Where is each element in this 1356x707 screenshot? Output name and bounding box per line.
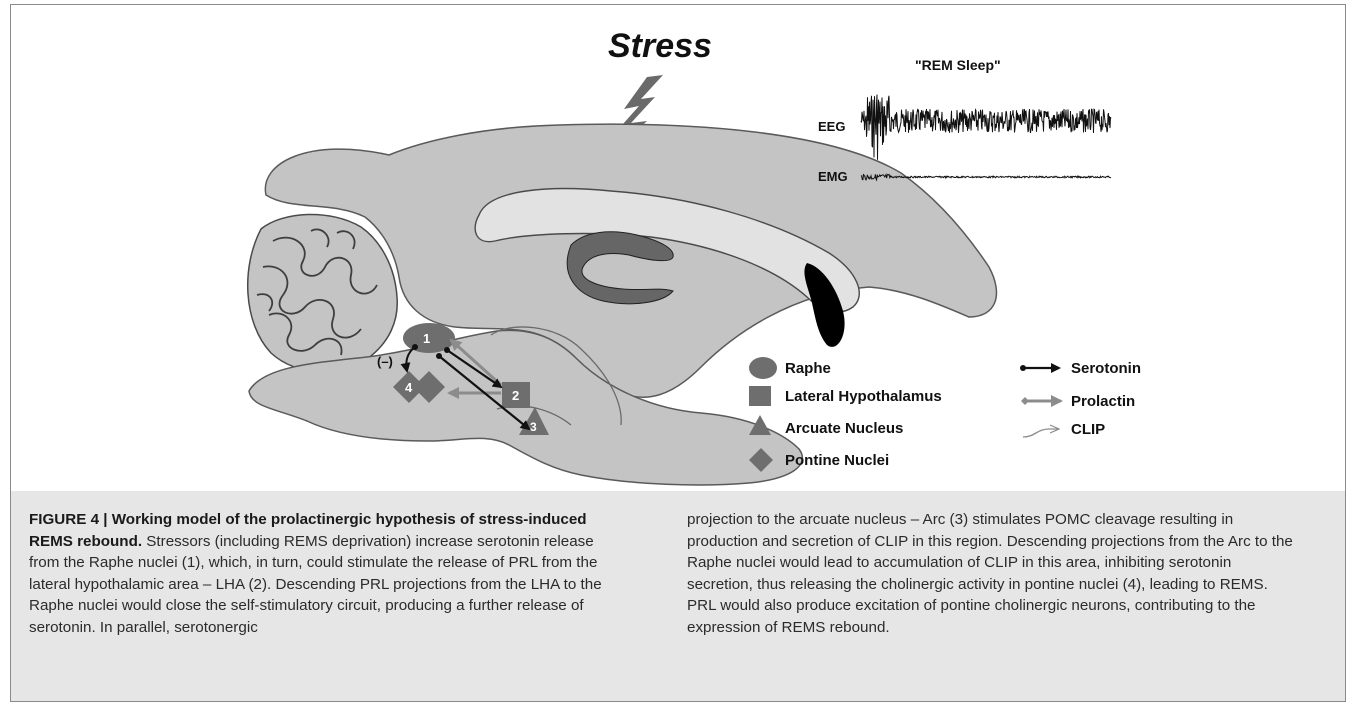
figure-illustration: Stress 4 1 2	[11, 5, 1345, 491]
serotonin-dot-2	[436, 353, 442, 359]
inhibition-arrow-dot	[412, 344, 418, 350]
legend-serotonin-dot	[1020, 365, 1026, 371]
figure-caption: FIGURE 4 | Working model of the prolacti…	[11, 491, 1345, 701]
node-2-label: 2	[512, 388, 519, 403]
serotonin-dot-1	[444, 347, 450, 353]
legend-raphe-shape	[749, 357, 777, 379]
node-4-label: 4	[405, 380, 413, 395]
legend-raphe-label: Raphe	[785, 360, 831, 377]
legend: Raphe Lateral Hypothalamus Arcuate Nucle…	[749, 357, 1141, 472]
brain-diagram: Stress 4 1 2	[11, 5, 1345, 491]
eeg-trace	[861, 95, 1111, 160]
rem-sleep-title: "REM Sleep"	[915, 57, 1001, 73]
node-3-label: 3	[530, 420, 537, 434]
legend-clip-arrow	[1023, 429, 1059, 437]
inhibition-label: (–)	[377, 354, 393, 369]
cerebellum	[248, 214, 398, 371]
legend-prolactin-diamond	[1021, 397, 1029, 405]
caption-right-column: projection to the arcuate nucleus – Arc …	[687, 509, 1297, 638]
emg-label: EMG	[818, 169, 848, 184]
stress-label: Stress	[608, 27, 712, 65]
legend-pontine-label: Pontine Nuclei	[785, 452, 889, 469]
legend-arc-label: Arcuate Nucleus	[785, 420, 903, 437]
legend-serotonin-label: Serotonin	[1071, 360, 1141, 377]
legend-lha-label: Lateral Hypothalamus	[785, 388, 942, 405]
legend-prolactin-label: Prolactin	[1071, 393, 1135, 410]
legend-lha-shape	[749, 386, 771, 406]
eeg-label: EEG	[818, 119, 845, 134]
node-1-label: 1	[423, 331, 430, 346]
legend-clip-label: CLIP	[1071, 421, 1105, 438]
figure-frame: Stress 4 1 2	[10, 4, 1346, 702]
caption-left-column: FIGURE 4 | Working model of the prolacti…	[29, 509, 619, 638]
